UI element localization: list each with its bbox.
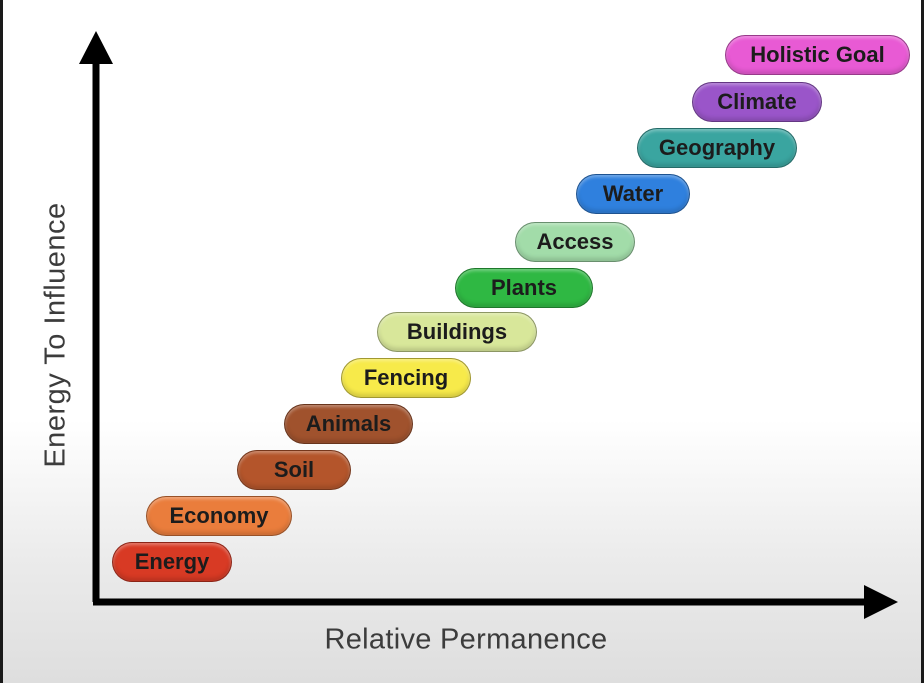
frame-edge-right	[921, 0, 924, 683]
step-pill-energy: Energy	[112, 542, 232, 582]
y-axis-label: Energy To Influence	[39, 202, 72, 468]
x-axis-label: Relative Permanence	[324, 623, 608, 656]
step-pill-plants: Plants	[455, 268, 593, 308]
step-pill-climate: Climate	[692, 82, 822, 122]
y-axis-arrowhead	[79, 31, 113, 64]
step-pill-animals: Animals	[284, 404, 413, 444]
step-pill-soil: Soil	[237, 450, 351, 490]
frame-edge-left	[0, 0, 3, 683]
step-pill-buildings: Buildings	[377, 312, 537, 352]
step-pill-geography: Geography	[637, 128, 797, 168]
x-axis-arrowhead	[864, 585, 898, 619]
step-pill-economy: Economy	[146, 496, 292, 536]
step-pill-water: Water	[576, 174, 690, 214]
step-pill-access: Access	[515, 222, 635, 262]
step-pill-fencing: Fencing	[341, 358, 471, 398]
step-pill-holistic-goal: Holistic Goal	[725, 35, 910, 75]
